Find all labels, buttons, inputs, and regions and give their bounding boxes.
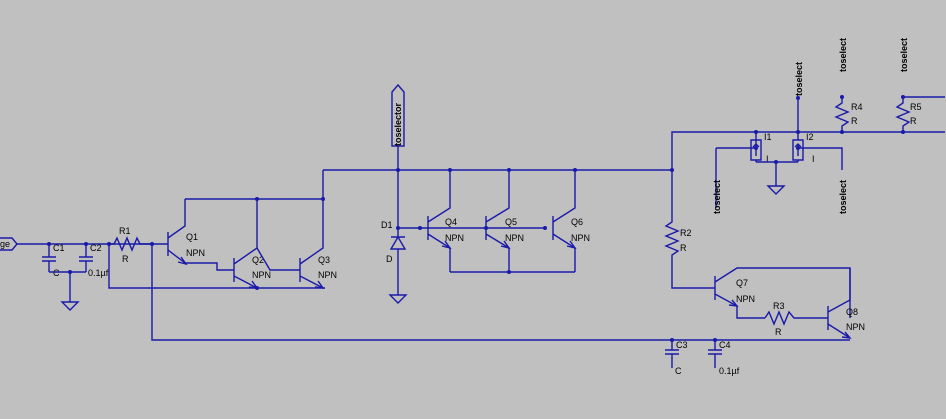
q6-value: NPN	[571, 233, 590, 243]
diode-d1[interactable]: D1 D	[381, 220, 407, 295]
q3-ref: Q3	[318, 255, 330, 265]
transistor-q8[interactable]: Q8 NPN	[827, 268, 865, 339]
i2-ref: I2	[806, 132, 814, 142]
q2-ref: Q2	[252, 255, 264, 265]
toselect-label-3: toselect	[899, 38, 909, 72]
d1-ref: D1	[381, 220, 393, 230]
i2-value: I	[812, 154, 815, 164]
q4-value: NPN	[445, 233, 464, 243]
c4-value: 0.1µf	[719, 366, 740, 376]
c1-ref: C1	[53, 243, 65, 253]
toselect-label-5: toselect	[838, 180, 848, 214]
r4-ref: R4	[851, 102, 863, 112]
r1-value: R	[122, 254, 129, 264]
r2-ref: R2	[680, 228, 692, 238]
resistor-r4[interactable]: R4 R	[834, 97, 863, 132]
i1-value: I	[766, 154, 769, 164]
transistor-q6[interactable]: Q6 NPN	[552, 170, 590, 272]
ground-2	[388, 294, 408, 304]
toselector-port[interactable]: toselector	[391, 83, 405, 147]
resistor-r1[interactable]: R1 R	[109, 226, 152, 264]
c3-value: C	[675, 366, 682, 376]
c3-ref: C3	[676, 340, 688, 350]
resistor-r3[interactable]: R3 R	[764, 301, 828, 337]
transistor-q2[interactable]: Q2 NPN	[233, 199, 271, 289]
toselect-label-1: toselect	[794, 62, 804, 96]
resistor-r5[interactable]: R5 R	[895, 97, 922, 132]
q7-ref: Q7	[736, 278, 748, 288]
transistor-q4[interactable]: Q4 NPN	[427, 170, 464, 272]
q1-value: NPN	[186, 248, 205, 258]
q8-ref: Q8	[846, 307, 858, 317]
input-port[interactable]: ge	[0, 237, 18, 251]
q6-ref: Q6	[571, 217, 583, 227]
resistor-r2[interactable]: R2 R	[664, 170, 715, 289]
toselector-label: toselector	[393, 102, 403, 146]
transistor-q1[interactable]: Q1 NPN	[152, 199, 205, 266]
r3-ref: R3	[773, 301, 785, 311]
c4-ref: C4	[719, 340, 731, 350]
q4-ref: Q4	[445, 217, 457, 227]
i1-ref: I1	[764, 132, 772, 142]
q8-value: NPN	[846, 322, 865, 332]
q1-ref: Q1	[186, 232, 198, 242]
r3-value: R	[775, 327, 782, 337]
transistor-q5[interactable]: Q5 NPN	[485, 170, 524, 272]
transistor-q3[interactable]: Q3 NPN	[299, 170, 337, 289]
c2-ref: C2	[90, 243, 102, 253]
q5-ref: Q5	[505, 217, 517, 227]
toselect-label-4: toselect	[712, 180, 722, 214]
ground-3	[766, 185, 786, 195]
capacitor-c3[interactable]: C3 C	[665, 340, 688, 376]
r4-value: R	[851, 116, 858, 126]
q2-value: NPN	[252, 270, 271, 280]
d1-value: D	[386, 254, 393, 264]
r5-ref: R5	[910, 102, 922, 112]
capacitor-c1[interactable]: C1 C	[42, 243, 65, 278]
c2-value: 0.1µf	[88, 268, 109, 278]
q3-value: NPN	[318, 270, 337, 280]
current-source-i1[interactable]: I1 I	[750, 132, 772, 164]
ground-1	[60, 301, 80, 311]
c1-value: C	[53, 268, 60, 278]
r1-ref: R1	[119, 226, 131, 236]
input-port-label: ge	[0, 239, 10, 249]
q7-value: NPN	[736, 294, 755, 304]
q5-value: NPN	[505, 233, 524, 243]
capacitor-c2[interactable]: C2 0.1µf	[79, 243, 109, 278]
r2-value: R	[680, 243, 687, 253]
r5-value: R	[910, 116, 917, 126]
capacitor-c4[interactable]: C4 0.1µf	[708, 340, 740, 376]
toselect-label-2: toselect	[838, 38, 848, 72]
